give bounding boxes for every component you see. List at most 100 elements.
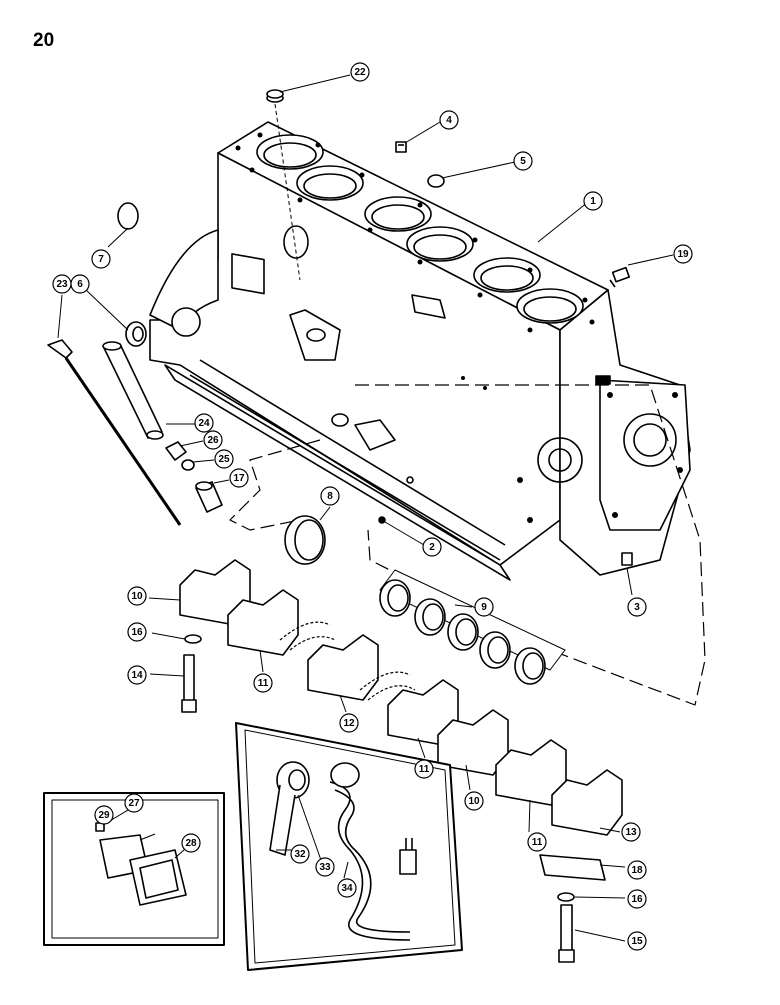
- part-7-expansion-plug: [117, 202, 139, 230]
- callout-16: 16: [627, 889, 647, 909]
- callout-label: 17: [233, 473, 245, 484]
- callout-label: 11: [419, 764, 430, 775]
- callout-24: 24: [194, 413, 214, 433]
- callout-circle: [513, 151, 533, 171]
- callout-circle: [621, 822, 641, 842]
- callout-circle: [194, 413, 214, 433]
- callout-circle: [337, 878, 357, 898]
- callout-17: 17: [229, 468, 249, 488]
- callout-22: 22: [350, 62, 370, 82]
- page-number: 20: [33, 30, 55, 51]
- callout-16: 16: [127, 622, 147, 642]
- callout-circle: [627, 860, 647, 880]
- callout-8: 8: [320, 486, 340, 506]
- callout-circle: [124, 793, 144, 813]
- callout-3: 3: [627, 597, 647, 617]
- part-5-cup-plug: [427, 174, 445, 188]
- callout-circle: [422, 537, 442, 557]
- callout-34: 34: [337, 878, 357, 898]
- part-22-expansion-plug: [266, 89, 301, 281]
- callout-26: 26: [203, 430, 223, 450]
- part-6-seal: [125, 321, 147, 347]
- callout-14: 14: [127, 665, 147, 685]
- callout-label: 1: [590, 196, 596, 207]
- callout-23: 23: [52, 274, 72, 294]
- callout-label: 6: [77, 279, 83, 290]
- cylinder-bores: [256, 134, 584, 324]
- callout-9: 9: [474, 597, 494, 617]
- callout-label: 15: [631, 936, 643, 947]
- callout-circle: [320, 486, 340, 506]
- part-17-sleeve: [195, 481, 223, 513]
- part-3-plug: [621, 552, 633, 566]
- callout-label: 11: [258, 678, 269, 689]
- callout-circle: [127, 665, 147, 685]
- callout-bubbles: 1234567891010111111121314151616171819222…: [52, 62, 693, 951]
- callout-circle: [339, 713, 359, 733]
- bearing-caps: [179, 559, 623, 836]
- callout-15: 15: [627, 931, 647, 951]
- cover-plate-inset: [43, 792, 225, 946]
- callout-circle: [94, 805, 114, 825]
- callout-label: 25: [218, 454, 230, 465]
- part-15-bolt: [558, 904, 575, 963]
- callout-25: 25: [214, 449, 234, 469]
- callout-circle: [414, 759, 434, 779]
- callout-circle: [583, 191, 603, 211]
- callout-12: 12: [339, 713, 359, 733]
- callout-circle: [181, 833, 201, 853]
- callout-13: 13: [621, 822, 641, 842]
- callout-27: 27: [124, 793, 144, 813]
- callout-10: 10: [464, 791, 484, 811]
- callout-circle: [253, 673, 273, 693]
- callout-label: 8: [327, 491, 333, 502]
- callout-label: 5: [520, 156, 526, 167]
- callout-label: 12: [343, 718, 355, 729]
- part-26-clip: [165, 441, 187, 461]
- callout-6: 6: [70, 274, 90, 294]
- part-14-bolt: [181, 654, 197, 713]
- callout-label: 32: [294, 849, 306, 860]
- callout-11: 11: [527, 832, 547, 852]
- part-25-o-ring: [181, 459, 195, 471]
- callout-label: 24: [198, 418, 210, 429]
- leader-lines: [57, 74, 674, 942]
- block-heater-inset: [235, 722, 463, 971]
- part-4-pipe-plug: [395, 141, 407, 153]
- part-23-dipstick: [47, 339, 183, 526]
- callout-2: 2: [422, 537, 442, 557]
- part-2-ball: [378, 516, 386, 524]
- callout-label: 26: [207, 435, 219, 446]
- callout-18: 18: [627, 860, 647, 880]
- callout-circle: [127, 622, 147, 642]
- callout-circle: [52, 274, 72, 294]
- callout-label: 23: [56, 279, 68, 290]
- part-16-washer-b: [557, 892, 575, 902]
- part-9-main-bearings: [379, 569, 566, 685]
- callout-11: 11: [253, 673, 273, 693]
- callout-7: 7: [91, 249, 111, 269]
- callout-circle: [673, 244, 693, 264]
- callout-circle: [290, 844, 310, 864]
- callout-label: 9: [481, 602, 487, 613]
- callout-label: 16: [131, 627, 143, 638]
- part-8-expansion-plug: [284, 515, 326, 565]
- callout-circle: [439, 110, 459, 130]
- callout-19: 19: [673, 244, 693, 264]
- callout-circle: [350, 62, 370, 82]
- callout-28: 28: [181, 833, 201, 853]
- callout-label: 18: [631, 865, 643, 876]
- callout-circle: [627, 597, 647, 617]
- callout-5: 5: [513, 151, 533, 171]
- callout-label: 10: [468, 796, 480, 807]
- callout-circle: [91, 249, 111, 269]
- callout-label: 10: [131, 591, 143, 602]
- callout-33: 33: [315, 857, 335, 877]
- callout-label: 16: [631, 894, 643, 905]
- part-16-washer-a: [184, 634, 202, 644]
- callout-10: 10: [127, 586, 147, 606]
- callout-label: 34: [341, 883, 353, 894]
- part-19-fitting: [609, 266, 631, 288]
